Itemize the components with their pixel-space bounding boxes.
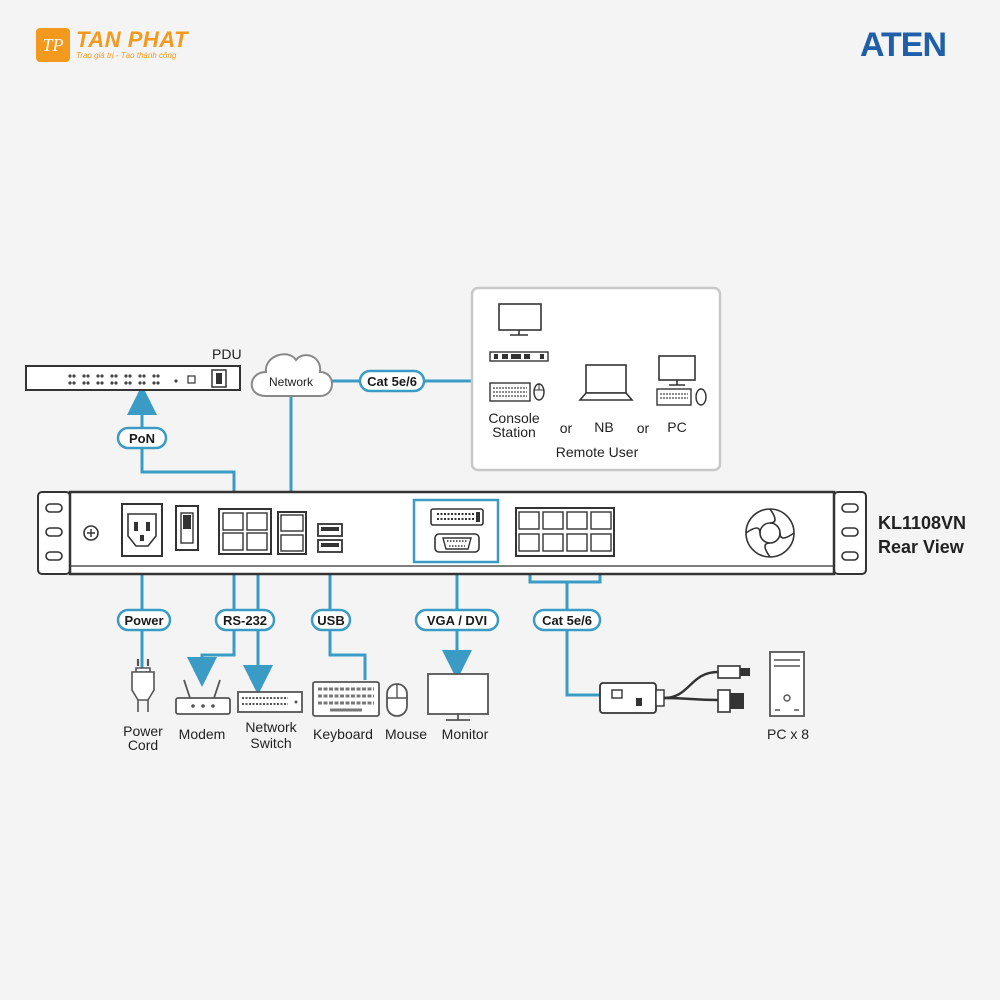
cat-pill-top [358,369,426,393]
network-switch-label-2: Switch [250,735,291,751]
view-label: Rear View [878,537,965,557]
monitor-icon [427,673,489,721]
remote-user-caption: Remote User [556,444,639,460]
pdu-label: PDU [212,346,242,362]
cat-pill-bottom [532,608,602,632]
pc-tower-icon [769,651,805,717]
mouse-label: Mouse [385,726,427,742]
modem-label: Modem [179,726,226,742]
network-label: Network [269,375,314,389]
tanphat-logo: TP TAN PHAT Trao giá trị - Tạo thành côn… [36,28,188,62]
pdu-device [25,365,241,391]
lan-ports-icon [277,511,307,555]
rs232-port-label: RS-232 [223,613,267,628]
cat-pc-line [565,582,600,697]
pc-x8-label: PC x 8 [767,726,809,742]
usb-line [328,554,367,680]
mouse-icon [386,683,408,717]
console-mouse-icon [533,383,545,401]
usb-ports-icon [317,523,343,553]
console-label-1: Console [488,410,540,426]
console-label-2: Station [492,424,536,440]
console-unit-icon [489,351,549,362]
tanphat-logo-name: TAN PHAT [76,27,188,52]
keyboard-label: Keyboard [313,726,373,742]
kvm-ports-icon [515,507,615,557]
cat-port-label: Cat 5e/6 [542,613,592,628]
network-switch-icon [237,691,303,713]
tanphat-logo-slogan: Trao giá trị - Tạo thành công [76,51,177,60]
console-keyboard-icon [489,382,531,402]
network-cloud-icon [250,353,333,397]
power-pill [116,608,172,632]
keyboard-icon [312,681,380,717]
kvm-adapter-cable-icon [599,665,750,714]
or-label-2: or [637,420,650,436]
vga-dvi-pill [414,608,500,632]
rs232-modem-line [187,554,236,687]
usb-port-label: USB [317,613,344,628]
or-label-1: or [560,420,573,436]
remote-pc-icon [656,355,707,406]
vga-port-icon [434,533,480,553]
pon-pill [116,426,168,450]
tanphat-logo-mark: TP [36,28,70,62]
rs232-ports-icon [218,508,272,555]
usb-pill [310,608,352,632]
aten-logo: ATEN [859,26,947,64]
power-inlet-icon [121,503,163,557]
pc-label: PC [667,419,686,435]
vga-dvi-port-label: VGA / DVI [427,613,487,628]
power-plug-icon [131,659,155,712]
network-switch-label-1: Network [245,719,297,735]
cat-label-top: Cat 5e/6 [367,374,417,389]
notebook-icon [578,364,634,401]
dvi-port-icon [430,508,484,526]
monitor-label: Monitor [442,726,489,742]
pon-label: PoN [129,431,155,446]
modem-icon [175,679,231,715]
power-cord-label-2: Cord [128,737,158,753]
nb-label: NB [594,419,613,435]
console-monitor-icon [498,303,542,336]
power-cord-label-1: Power [123,723,163,739]
power-port-label: Power [124,613,163,628]
model-label: KL1108VN [878,513,966,533]
power-switch-icon [175,505,199,551]
ground-screw-icon [83,525,99,541]
fan-icon [745,508,795,558]
rs232-pill [214,608,276,632]
